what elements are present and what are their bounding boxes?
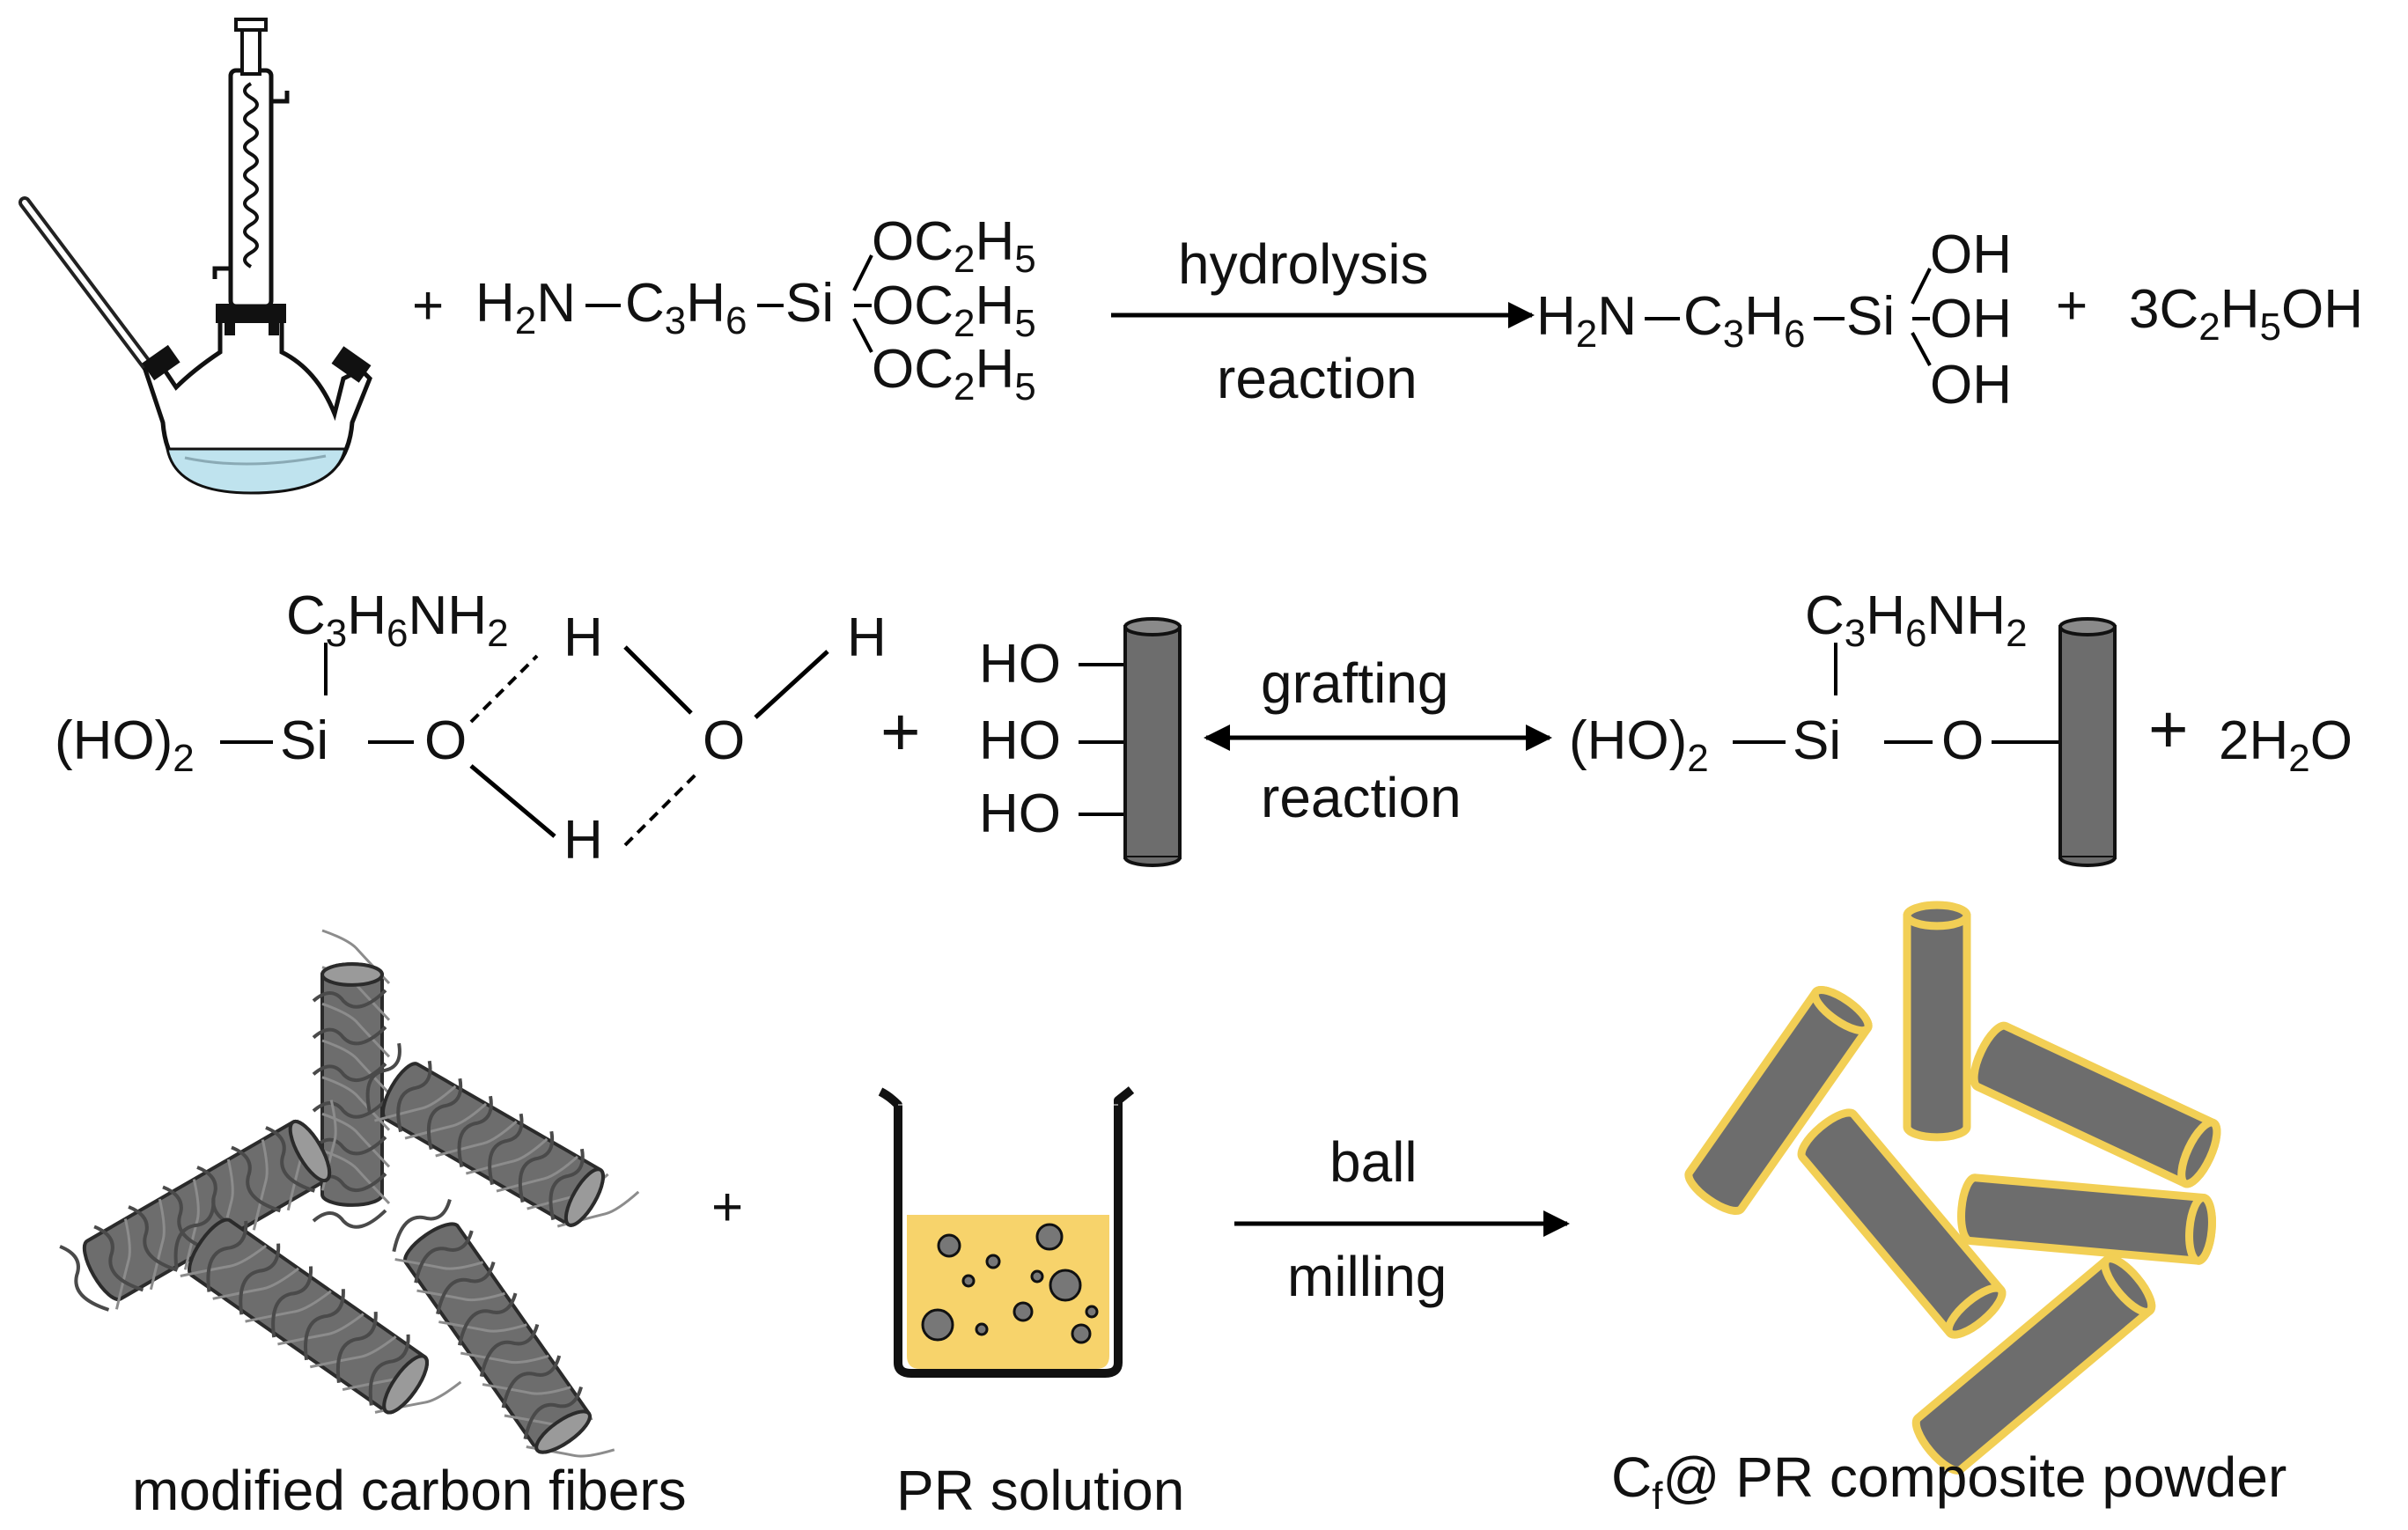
arrow-label-top: hydrolysis: [1178, 232, 1429, 296]
hydroxyl-group: OH: [1930, 355, 2012, 416]
plus-sign: +: [2148, 690, 2189, 768]
coated-fiber: [1684, 986, 1873, 1215]
coated-fiber: [1911, 1254, 2156, 1475]
modified-carbon-fiber: [59, 1100, 337, 1312]
propyl-group: C3H6: [1683, 286, 1806, 356]
plus-sign: +: [880, 693, 921, 770]
water-oxygen: O: [703, 710, 745, 771]
hydroxyl-group: OH: [1930, 224, 2012, 285]
composite-powder-label: Cf@ PR composite powder: [1611, 1445, 2286, 1518]
hydroxyl-group: OH: [1930, 289, 2012, 349]
ethanol-byproduct: 3C2H5OH: [2129, 279, 2363, 349]
silanol-product: H2N C3H6 Si OH OH OH: [1536, 224, 2012, 416]
plus-sign: +: [412, 276, 444, 336]
modified-carbon-fiber: [392, 1198, 615, 1458]
coated-fiber: [1903, 901, 1971, 1142]
pr-solution-label: PR solution: [896, 1459, 1184, 1522]
hydroxy-pair: (HO)2: [1569, 710, 1709, 780]
aminopropyl-group: C3H6NH2: [1805, 585, 2028, 655]
three-neck-flask-icon: [142, 304, 372, 495]
hydroxyl-group: HO: [979, 710, 1061, 771]
modified-carbon-fibers-illustration: [59, 929, 640, 1458]
coated-fiber: [1797, 1108, 2007, 1339]
silicon-atom: Si: [280, 710, 328, 771]
aminopropyl-group: C3H6NH2: [286, 585, 509, 655]
modified-carbon-fiber: [365, 1042, 640, 1228]
amine-group: H2N: [1536, 286, 1637, 356]
hydrogen-atom: H: [563, 607, 603, 668]
arrow-label-bottom: reaction: [1217, 347, 1418, 410]
beaker-icon: [878, 1086, 1135, 1378]
coated-fiber: [1970, 1021, 2221, 1188]
plus-sign: +: [2056, 276, 2088, 336]
ethoxy-group: OC2H5: [872, 339, 1036, 408]
arrow-label-top: ball: [1329, 1130, 1418, 1194]
hydrogen-atom: H: [563, 810, 603, 871]
grafted-fiber: C3H6NH2 (HO)2 Si O: [1569, 585, 2117, 867]
hydrogen-atom: H: [847, 607, 887, 668]
modified-carbon-fiber: [173, 1197, 462, 1415]
ethoxy-group: OC2H5: [872, 211, 1036, 281]
silicon-atom: Si: [1846, 286, 1895, 347]
oxygen-atom: O: [424, 710, 467, 771]
hydroxyl-group: HO: [979, 783, 1061, 844]
hydroxyl-group: HO: [979, 634, 1061, 695]
silane-reactant: H2N C3H6 Si OC2H5 OC2H5 OC2H5: [475, 211, 1036, 408]
coated-fiber: [1957, 1173, 2216, 1265]
hydrogen-bonded-silanol: C3H6NH2 (HO)2 Si O H H O H: [55, 585, 887, 871]
silicon-atom: Si: [1793, 710, 1841, 771]
arrow-label-top: grafting: [1261, 651, 1448, 715]
arrow-label-bottom: reaction: [1261, 766, 1462, 829]
propyl-group: C3H6: [625, 273, 747, 342]
silicon-atom: Si: [785, 273, 834, 334]
oxygen-atom: O: [1941, 710, 1984, 771]
amine-group: H2N: [475, 273, 576, 342]
ethoxy-group: OC2H5: [872, 276, 1036, 345]
reflux-apparatus: [18, 18, 372, 495]
hydroxylated-fiber: HO HO HO: [979, 617, 1182, 867]
composite-powder-illustration: [1684, 901, 2221, 1475]
modified-carbon-fibers-label: modified carbon fibers: [132, 1459, 687, 1522]
water-byproduct: 2H2O: [2219, 710, 2353, 780]
hydroxy-pair: (HO)2: [55, 710, 195, 780]
condenser-icon: [212, 18, 290, 309]
plus-sign: +: [711, 1177, 743, 1238]
modified-carbon-fiber: [312, 929, 391, 1229]
arrow-label-bottom: milling: [1287, 1245, 1447, 1308]
